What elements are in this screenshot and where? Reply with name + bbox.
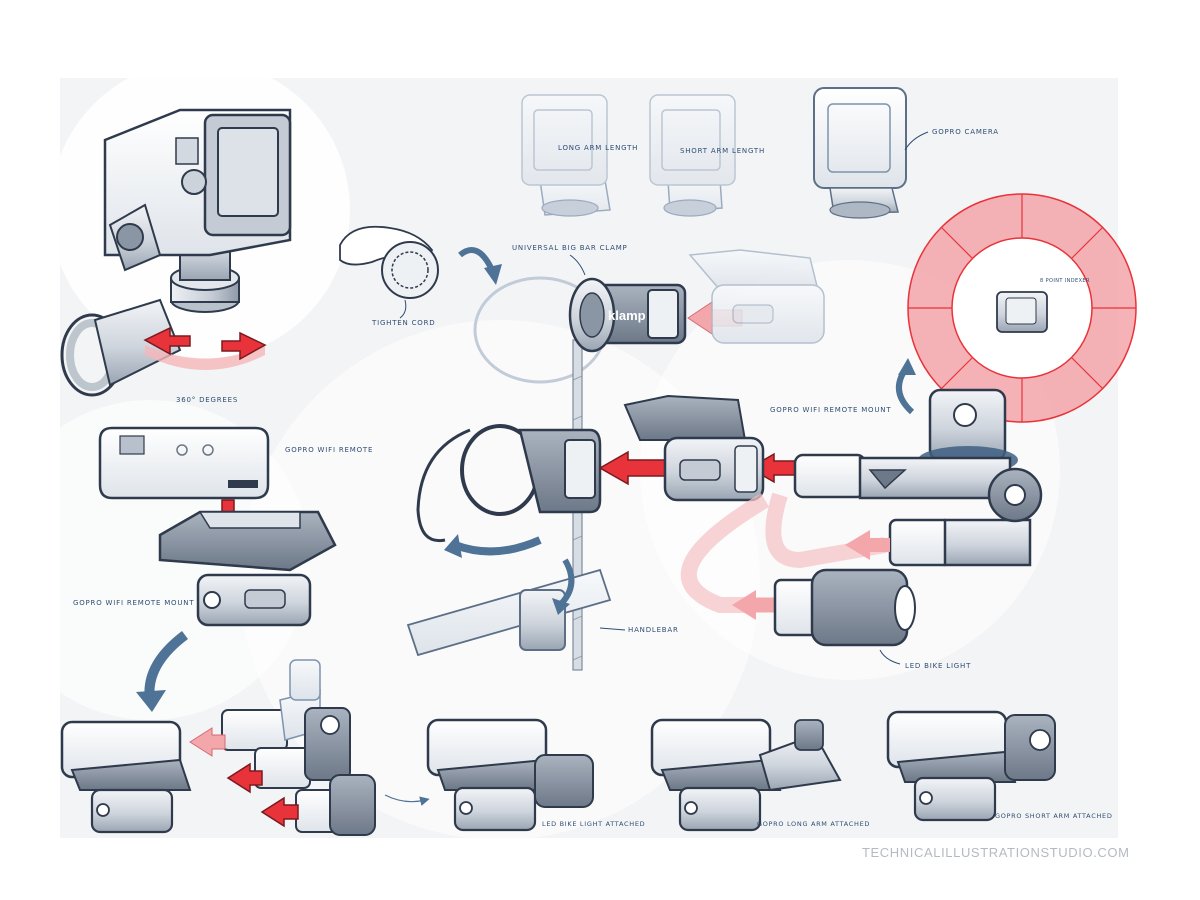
label-short-arm-attached: GOPRO SHORT ARM ATTACHED bbox=[995, 812, 1113, 820]
watermark: TECHNICALILLUSTRATIONSTUDIO.COM bbox=[862, 845, 1130, 860]
variant-long-arm-attached bbox=[650, 718, 842, 832]
leader-line bbox=[569, 254, 586, 276]
bg-circle bbox=[240, 320, 760, 840]
handlebar bbox=[406, 568, 612, 657]
label-handlebar: HANDLEBAR bbox=[628, 626, 679, 634]
gopro-camera-on-clamp bbox=[60, 108, 292, 397]
label-long-arm-attached: GOPRO LONG ARM ATTACHED bbox=[757, 820, 870, 828]
push-arrow-icon bbox=[226, 762, 263, 794]
push-arrow-icon bbox=[260, 796, 299, 828]
long-arm-icon bbox=[793, 453, 1012, 500]
remote-mount-icon bbox=[623, 394, 765, 502]
leader-line bbox=[399, 299, 407, 319]
push-arrow-icon bbox=[189, 727, 226, 757]
leader-line bbox=[879, 649, 901, 665]
short-arm-icon bbox=[888, 467, 1043, 567]
label-tighten-cord: TIGHTEN CORD bbox=[371, 319, 435, 327]
rotate-arrow-icon bbox=[557, 558, 575, 608]
indexer-dial-icon bbox=[907, 193, 1137, 423]
leader-line bbox=[599, 627, 626, 631]
leader-line bbox=[904, 131, 929, 151]
label-led-light: LED BIKE LIGHT bbox=[905, 662, 971, 670]
flow-arrow bbox=[384, 794, 430, 806]
label-short-arm: SHORT ARM LENGTH bbox=[680, 147, 765, 155]
rotation-band bbox=[145, 345, 265, 370]
big-bar-clamp bbox=[416, 424, 602, 543]
wifi-remote-assembly bbox=[98, 426, 337, 627]
label-long-arm: LONG ARM LENGTH bbox=[558, 144, 638, 152]
label-wifi-remote: GOPRO WIFI REMOTE bbox=[285, 446, 373, 454]
brand-logo: klamp bbox=[608, 308, 646, 323]
variant-led-attached bbox=[426, 718, 594, 832]
rotate-arrow-icon bbox=[458, 247, 495, 272]
ghost-short-arm bbox=[649, 94, 736, 217]
ghost-long-arm bbox=[521, 94, 611, 217]
label-degrees: 360° DEGREES bbox=[176, 396, 238, 404]
push-arrow-icon bbox=[845, 530, 890, 560]
ghost-remote-mount bbox=[688, 249, 825, 344]
bike-light-icon bbox=[773, 568, 916, 647]
variant-short-arm-attached bbox=[886, 710, 1056, 822]
label-led-attached: LED BIKE LIGHT ATTACHED bbox=[542, 820, 645, 828]
push-arrow-icon bbox=[221, 331, 267, 361]
label-gopro-camera: GOPRO CAMERA bbox=[932, 128, 999, 136]
gopro-camera-icon bbox=[813, 87, 907, 219]
attach-path-band bbox=[681, 493, 775, 613]
attach-path-band bbox=[765, 492, 887, 569]
push-arrow-icon bbox=[143, 326, 191, 356]
bar-clamp-icon: klamp bbox=[568, 277, 687, 353]
rotate-arrow-icon bbox=[453, 536, 542, 556]
label-point-indexer: 8 POINT INDEXER bbox=[1040, 278, 1090, 284]
label-remote-mount-center: GOPRO WIFI REMOTE MOUNT bbox=[770, 406, 891, 414]
label-universal-clamp: UNIVERSAL BIG BAR CLAMP bbox=[512, 244, 628, 252]
hand-tighten-cord bbox=[339, 225, 439, 299]
exploded-assembly bbox=[60, 659, 376, 836]
label-remote-mount-left: GOPRO WIFI REMOTE MOUNT bbox=[73, 599, 194, 607]
push-arrow-icon bbox=[732, 590, 775, 620]
